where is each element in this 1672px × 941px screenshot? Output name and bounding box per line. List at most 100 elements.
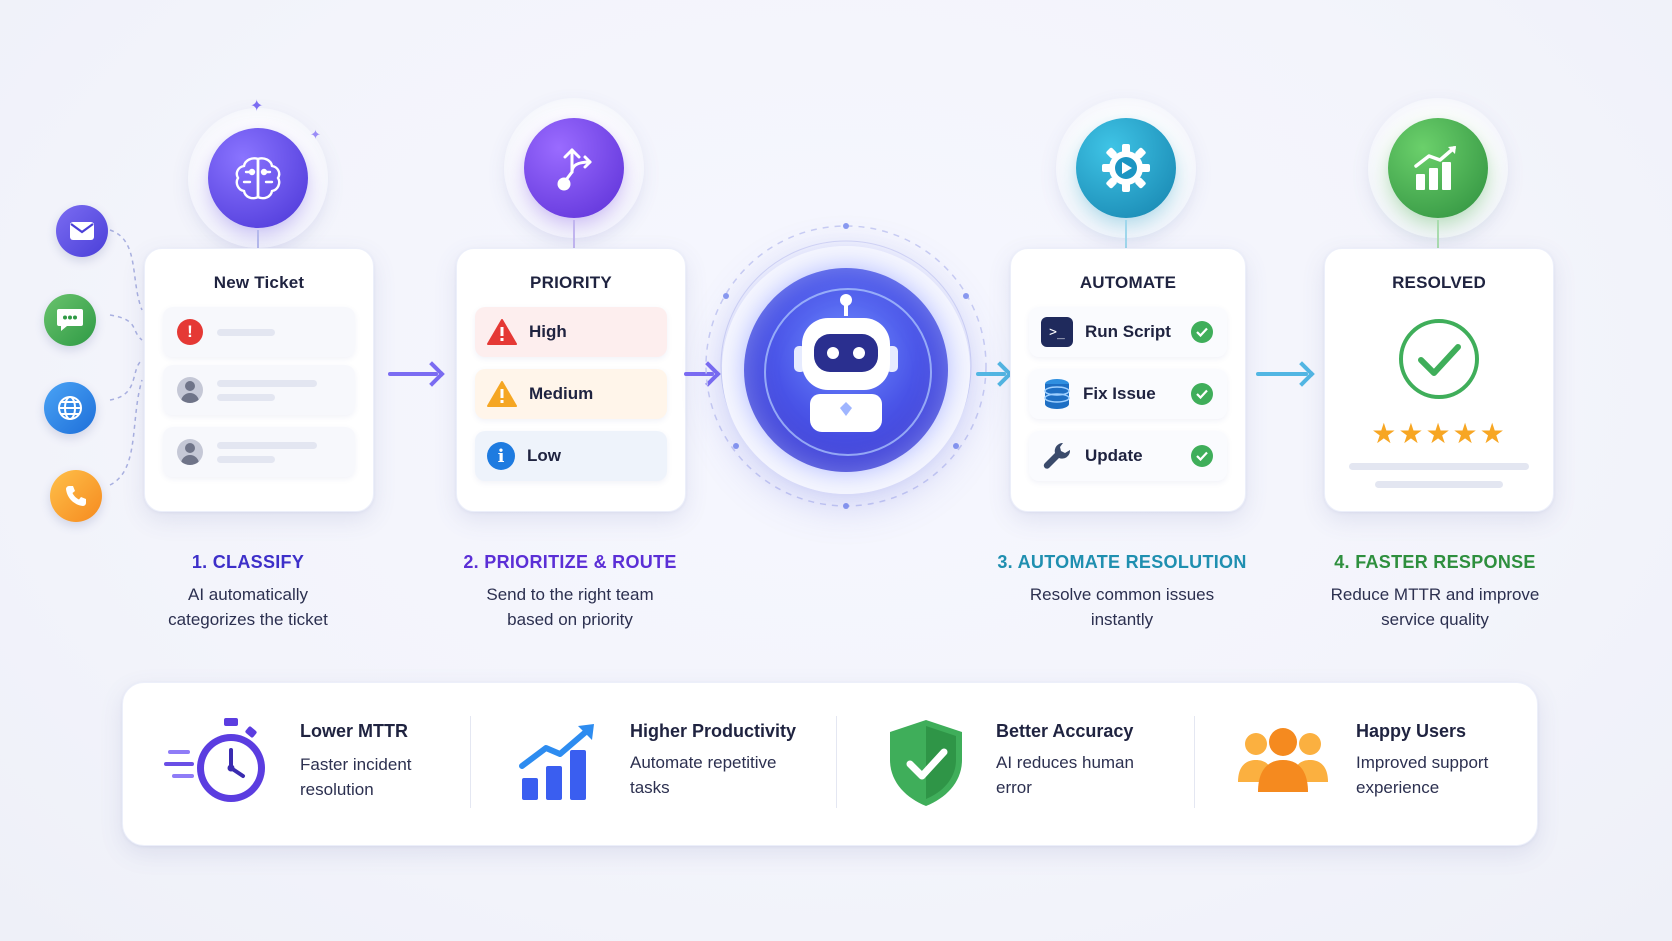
flow-arrow <box>684 372 714 376</box>
action-label: Update <box>1085 446 1143 465</box>
benefit-title: Higher Productivity <box>630 721 797 741</box>
placeholder-line <box>217 393 275 401</box>
ai-core-ring <box>764 288 932 456</box>
benefit-desc: Faster incident resolution <box>300 752 412 802</box>
desc-line: Send to the right team <box>486 585 654 604</box>
step-number: 3. <box>997 552 1013 572</box>
info-icon: i <box>487 442 515 470</box>
desc-line: instantly <box>1090 610 1154 629</box>
desc-line: tasks <box>630 778 670 797</box>
phone-icon <box>50 470 102 522</box>
step-1-desc: AI automatically categorizes the ticket <box>118 582 378 632</box>
desc-line: error <box>996 778 1032 797</box>
desc-line: based on priority <box>507 610 633 629</box>
globe-icon <box>44 382 96 434</box>
card-title: PRIORITY <box>530 273 612 292</box>
classify-stem <box>257 230 259 262</box>
star-icon: ★ <box>1452 418 1480 449</box>
placeholder-line <box>217 441 317 449</box>
step-3-title: 3. AUTOMATE RESOLUTION <box>976 552 1268 573</box>
step-number: 1. <box>191 552 208 572</box>
desc-line: service quality <box>1381 610 1489 629</box>
priority-label: Medium <box>529 384 594 403</box>
star-icon: ★ <box>1479 418 1507 449</box>
user-avatar-icon <box>177 439 203 465</box>
action-fix-issue[interactable]: Fix Issue <box>1029 369 1227 419</box>
desc-line: Resolve common issues <box>1029 585 1215 604</box>
priority-label: Low <box>527 446 561 465</box>
placeholder-line <box>1375 481 1503 488</box>
growth-chart-icon <box>519 724 594 800</box>
users-icon <box>1238 728 1328 792</box>
caution-icon <box>487 381 517 407</box>
route-split-icon <box>524 118 624 218</box>
action-label: Run Script <box>1085 322 1171 341</box>
benefit-desc: AI reduces human error <box>996 750 1134 800</box>
priority-high-row[interactable]: High <box>475 307 667 357</box>
step-title: FASTER RESPONSE <box>1355 552 1536 572</box>
priority-low-row[interactable]: i Low <box>475 431 667 481</box>
step-title: PRIORITIZE & ROUTE <box>484 552 677 572</box>
flow-arrow <box>976 372 1006 376</box>
benefit-title: Lower MTTR <box>300 721 408 741</box>
step-number: 2. <box>463 552 479 572</box>
placeholder-line <box>217 379 317 387</box>
alert-icon: ! <box>177 319 203 345</box>
rating-stars: ★★★★★ <box>1325 417 1553 450</box>
action-label: Fix Issue <box>1083 384 1156 403</box>
new-ticket-card: New Ticket ! <box>144 248 374 512</box>
check-icon <box>1191 445 1213 467</box>
ticket-row[interactable] <box>163 427 355 477</box>
action-update[interactable]: Update <box>1029 431 1227 481</box>
ticket-row[interactable] <box>163 365 355 415</box>
check-icon <box>1191 321 1213 343</box>
priority-card: PRIORITY High Medium i Low <box>456 248 686 512</box>
channel-connectors <box>109 229 143 486</box>
step-1-title: 1. CLASSIFY <box>118 552 378 573</box>
bar-chart-growth-icon <box>1388 118 1488 218</box>
benefit-desc: Improved support experience <box>1356 750 1488 800</box>
automate-stem <box>1125 220 1127 252</box>
wrench-icon <box>1043 442 1071 469</box>
terminal-icon: >_ <box>1041 317 1073 347</box>
benefit-desc: Automate repetitive tasks <box>630 750 776 800</box>
benefit-divider <box>1194 716 1195 808</box>
priority-medium-row[interactable]: Medium <box>475 369 667 419</box>
desc-line: Automate repetitive <box>630 753 777 772</box>
ticket-row[interactable]: ! <box>163 307 355 357</box>
desc-line: Reduce MTTR and improve <box>1330 585 1540 604</box>
stopwatch-icon <box>164 718 265 802</box>
check-icon <box>1191 383 1213 405</box>
benefit-divider <box>470 716 471 808</box>
priority-label: High <box>529 322 567 341</box>
card-title: RESOLVED <box>1392 273 1486 292</box>
robot-icon <box>794 294 898 432</box>
shield-check-icon <box>890 720 962 806</box>
step-2-title: 2. PRIORITIZE & ROUTE <box>430 552 710 573</box>
step-4-desc: Reduce MTTR and improve service quality <box>1300 582 1570 632</box>
sparkle-icon: ✦ <box>250 98 264 115</box>
desc-line: categorizes the ticket <box>168 610 328 629</box>
placeholder-line <box>217 455 275 463</box>
step-2-desc: Send to the right team based on priority <box>430 582 710 632</box>
flow-arrow <box>1256 372 1308 376</box>
desc-line: AI automatically <box>188 585 308 604</box>
step-3-desc: Resolve common issues instantly <box>976 582 1268 632</box>
star-icon: ★ <box>1398 418 1426 449</box>
resolved-card: RESOLVED ★★★★★ <box>1324 248 1554 512</box>
database-icon <box>1044 379 1070 409</box>
flow-arrow <box>388 372 438 376</box>
desc-line: Improved support <box>1356 753 1489 772</box>
step-title: AUTOMATE RESOLUTION <box>1017 552 1247 572</box>
placeholder-line <box>1349 463 1529 470</box>
step-4-title: 4. FASTER RESPONSE <box>1300 552 1570 573</box>
check-circle-icon <box>1399 319 1479 399</box>
gear-play-icon <box>1076 118 1176 218</box>
warning-icon <box>487 319 517 345</box>
star-icon: ★ <box>1425 418 1453 449</box>
benefit-title: Happy Users <box>1356 721 1467 741</box>
card-title: New Ticket <box>213 273 305 292</box>
automate-card: AUTOMATE >_ Run Script Fix Issue Update <box>1010 248 1246 512</box>
desc-line: experience <box>1356 778 1440 797</box>
action-run-script[interactable]: >_ Run Script <box>1029 307 1227 357</box>
